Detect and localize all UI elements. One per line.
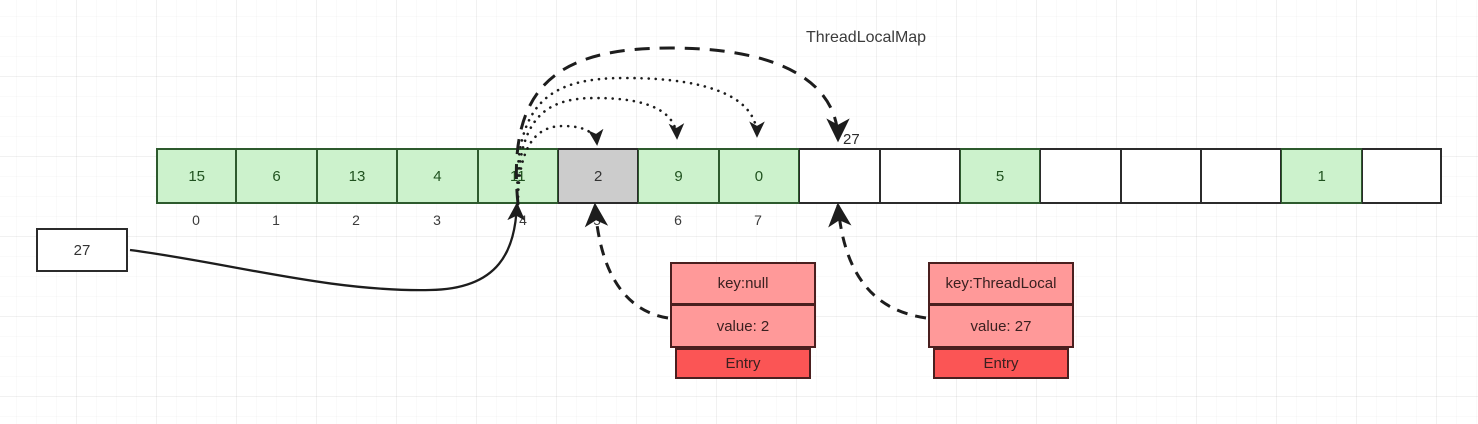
entry-threadlocal[interactable]: key:ThreadLocal value: 27 Entry xyxy=(928,262,1074,379)
array-cell-10[interactable]: 5 xyxy=(959,148,1041,204)
array-cell-value: 15 xyxy=(188,167,206,185)
array-cell-8[interactable] xyxy=(799,148,880,204)
array-cell-6[interactable]: 9 xyxy=(638,148,719,204)
array-index-label-7: 7 xyxy=(754,212,762,228)
array-cell-15[interactable] xyxy=(1361,148,1443,204)
entry-value-row: value: 27 xyxy=(928,305,1074,348)
array-index-label-4: 4 xyxy=(519,212,527,228)
entry-value-row: value: 2 xyxy=(670,305,816,348)
entry-value-text: value: 27 xyxy=(970,317,1032,335)
array-cell-5[interactable]: 2 xyxy=(557,148,639,204)
entry-footer-label: Entry xyxy=(933,348,1069,379)
array-cell-value: 0 xyxy=(754,167,764,185)
array-index-label-3: 3 xyxy=(433,212,441,228)
array-cell-value: 4 xyxy=(433,167,442,185)
array-index-label-1: 1 xyxy=(272,212,280,228)
entry-footer-label: Entry xyxy=(675,348,811,379)
entry-key-row: key:ThreadLocal xyxy=(928,262,1074,305)
array-cell-11[interactable] xyxy=(1040,148,1121,204)
entry-stale[interactable]: key:null value: 2 Entry xyxy=(670,262,816,379)
array-cell-9[interactable] xyxy=(879,148,960,204)
array-cell-14[interactable]: 1 xyxy=(1281,148,1362,204)
array-cell-value: 1 xyxy=(1317,167,1326,185)
connector-entry-threadlocal-to-bucket8 xyxy=(828,202,927,320)
entry-footer-text: Entry xyxy=(983,355,1019,372)
probe-value-label: 27 xyxy=(843,131,860,148)
array-cell-1[interactable]: 6 xyxy=(236,148,317,204)
array-cell-value: 11 xyxy=(509,167,526,185)
array-index-label-6: 6 xyxy=(674,212,682,228)
entry-key-text: key:null xyxy=(717,275,769,292)
array-cell-3[interactable]: 4 xyxy=(397,148,478,204)
array-index-label-2: 2 xyxy=(352,212,360,228)
array-cell-value: 13 xyxy=(348,167,366,185)
array-cell-2[interactable]: 13 xyxy=(316,148,398,204)
source-value: 27 xyxy=(73,241,91,259)
array-index-label-0: 0 xyxy=(192,212,200,228)
array-cell-value: 2 xyxy=(593,167,603,185)
entry-key-row: key:null xyxy=(670,262,816,305)
array-cell-0[interactable]: 15 xyxy=(156,148,237,204)
array-cell-value: 5 xyxy=(995,167,1005,185)
array-cell-4[interactable]: 11 xyxy=(477,148,558,204)
array-cell-12[interactable] xyxy=(1120,148,1202,204)
array-cell-13[interactable] xyxy=(1201,148,1282,204)
entry-key-text: key:ThreadLocal xyxy=(945,275,1057,292)
entry-footer-text: Entry xyxy=(725,355,761,372)
page-title: ThreadLocalMap xyxy=(806,29,927,46)
array-cell-value: 6 xyxy=(272,167,281,185)
array-index-label-5: 5 xyxy=(593,212,601,228)
entry-value-text: value: 2 xyxy=(716,317,770,335)
array-cell-value: 9 xyxy=(674,167,683,185)
source-value-box[interactable]: 27 xyxy=(36,228,128,272)
hash-table-array: 15 6 13 4 11 2 9 0 5 1 xyxy=(156,148,1443,204)
array-cell-7[interactable]: 0 xyxy=(718,148,800,204)
